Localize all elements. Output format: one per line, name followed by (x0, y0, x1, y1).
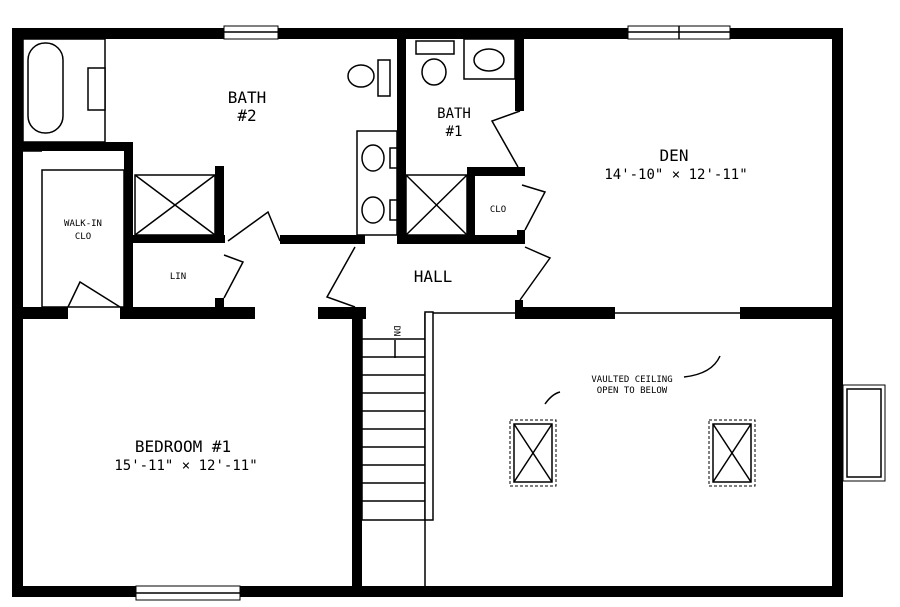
closet-label: CLO (490, 205, 506, 215)
walkin-sub: CLO (75, 232, 91, 242)
doors (23, 110, 552, 308)
stair-dn-label: DN (391, 326, 401, 337)
interior-walls (23, 39, 835, 597)
den-dims: 14'-10" × 12'-11" (604, 167, 747, 183)
vaulted-note-line2: OPEN TO BELOW (597, 386, 668, 396)
note-leader-right (683, 355, 721, 378)
hall-label: HALL (414, 267, 453, 286)
bath2-number: #2 (237, 106, 256, 125)
windows (135, 25, 731, 601)
bedroom-label: BEDROOM #1 (135, 437, 231, 456)
bath2-label: BATH (228, 88, 267, 107)
walkin-label: WALK-IN (64, 219, 102, 229)
bath1-number: #1 (446, 124, 463, 140)
skylights (509, 419, 756, 487)
exterior-walls (12, 28, 843, 597)
bay-window (842, 384, 886, 482)
note-leader-left (544, 391, 561, 405)
den-label: DEN (660, 146, 689, 165)
stair (361, 311, 434, 586)
vaulted-note-line1: VAULTED CEILING (591, 375, 672, 385)
bedroom-dims: 15'-11" × 12'-11" (114, 458, 257, 474)
linen-label: LIN (170, 272, 186, 282)
bath1-label: BATH (437, 106, 471, 122)
fixtures (22, 38, 516, 308)
